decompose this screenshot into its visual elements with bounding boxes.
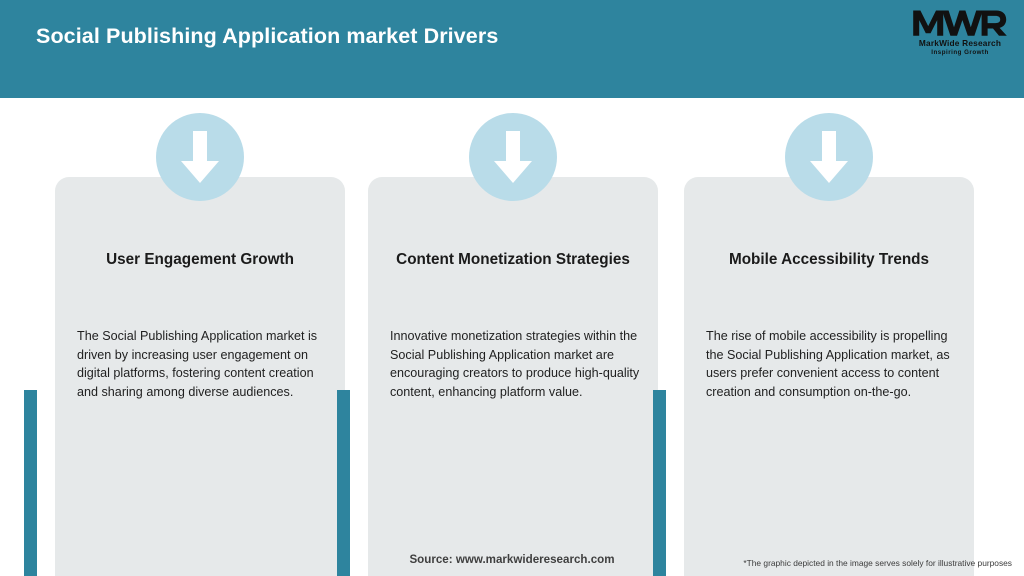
card-surface: Mobile Accessibility Trends The rise of … bbox=[684, 113, 974, 576]
driver-card-2: Content Monetization Strategies Innovati… bbox=[337, 113, 658, 576]
logo-tagline: Inspiring Growth bbox=[931, 48, 989, 56]
card-title: User Engagement Growth bbox=[106, 251, 294, 268]
disclaimer-text: *The graphic depicted in the image serve… bbox=[743, 558, 1012, 568]
brand-logo: MarkWide Research Inspiring Growth bbox=[908, 6, 1012, 62]
arrow-down-icon bbox=[156, 113, 244, 201]
page-title: Social Publishing Application market Dri… bbox=[36, 24, 499, 48]
card-body-text: The Social Publishing Application market… bbox=[77, 329, 318, 399]
source-label: Source: www.markwideresearch.com bbox=[409, 553, 615, 566]
card-body-text: Innovative monetization strategies withi… bbox=[390, 329, 640, 399]
logo-company-name: MarkWide Research bbox=[918, 38, 1002, 48]
driver-card-3: Mobile Accessibility Trends The rise of … bbox=[653, 113, 974, 576]
drivers-card-group: User Engagement Growth The Social Publis… bbox=[0, 98, 1024, 576]
card-surface: Content Monetization Strategies Innovati… bbox=[368, 113, 658, 576]
mwr-logo-icon bbox=[913, 10, 1007, 36]
card-body-text: The rise of mobile accessibility is prop… bbox=[706, 329, 950, 399]
page-header: Social Publishing Application market Dri… bbox=[0, 0, 1024, 98]
card-title: Content Monetization Strategies bbox=[396, 251, 630, 268]
card-title: Mobile Accessibility Trends bbox=[728, 251, 930, 268]
driver-card-1: User Engagement Growth The Social Publis… bbox=[24, 113, 345, 576]
arrow-down-icon bbox=[785, 113, 873, 201]
card-surface: User Engagement Growth The Social Publis… bbox=[55, 113, 345, 576]
arrow-down-icon bbox=[469, 113, 557, 201]
